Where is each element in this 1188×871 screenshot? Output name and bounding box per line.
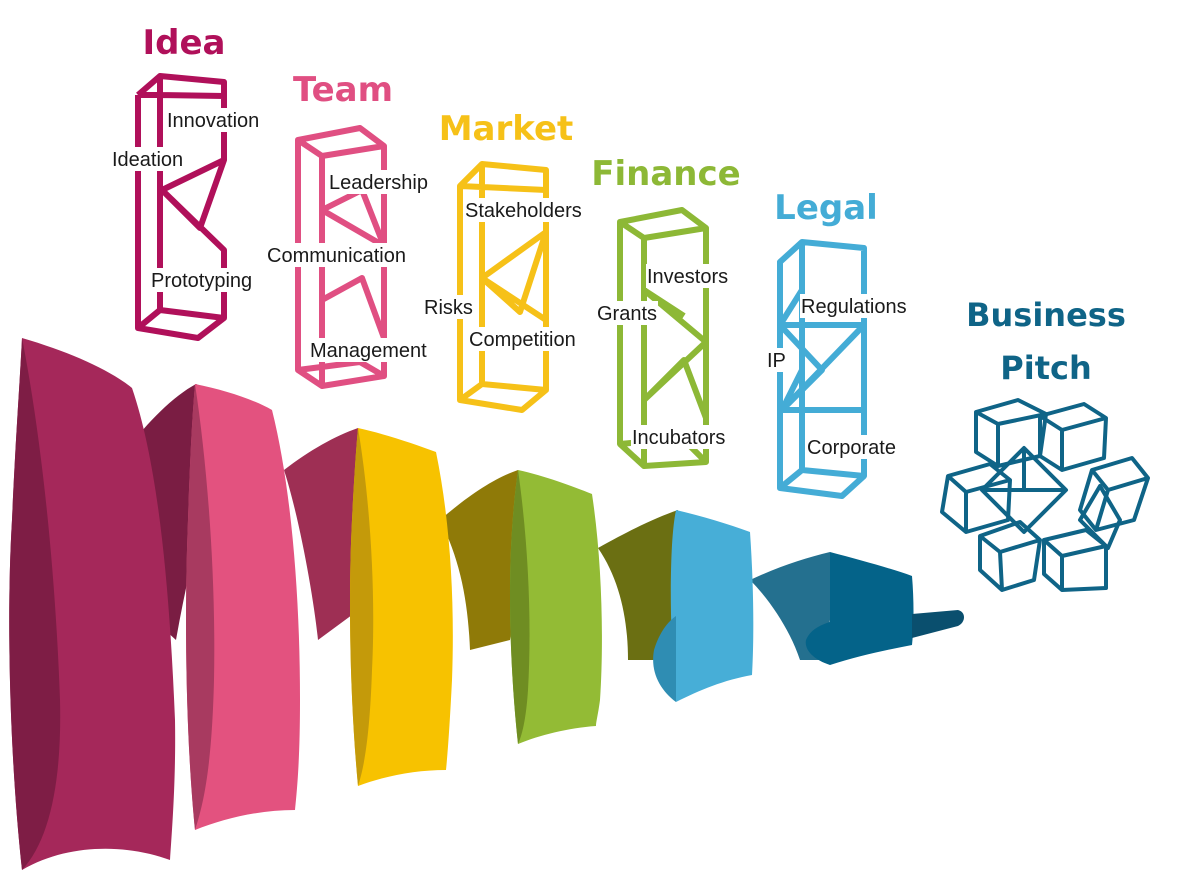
title-team: Team [293, 70, 393, 110]
ribbon-panel-legal [670, 510, 754, 702]
label-ip: IP [767, 350, 786, 372]
cube-top [974, 398, 1048, 468]
stage-idea [135, 73, 227, 341]
title-market: Market [439, 109, 574, 149]
label-competition: Competition [469, 329, 576, 351]
labels: Innovation Ideation Prototyping Leadersh… [112, 108, 908, 459]
stage-market [457, 161, 549, 413]
ribbon-panel-idea-shade [9, 338, 61, 870]
label-regulations: Regulations [801, 296, 907, 318]
ribbon-panel-market-shade [350, 428, 374, 786]
finance-pillar-icon [617, 207, 709, 469]
title-legal: Legal [774, 188, 878, 228]
label-investors: Investors [647, 266, 728, 288]
label-incubators: Incubators [632, 427, 725, 449]
ribbon-panel-legal-shade [653, 616, 676, 702]
label-communication: Communication [267, 245, 406, 267]
label-corporate: Corporate [807, 437, 896, 459]
label-leadership: Leadership [329, 172, 428, 194]
ribbon-back-band-4 [598, 510, 680, 660]
label-management: Management [310, 340, 427, 362]
cube-bottom-right [1042, 528, 1108, 592]
business-pitch-cubes-icon [940, 398, 1150, 592]
idea-pillar-icon [135, 73, 227, 341]
spiral-ribbon [9, 338, 964, 870]
title-business: Business [966, 296, 1126, 334]
cube-center [980, 446, 1068, 534]
cube-far-right [1078, 484, 1122, 550]
stage-legal [777, 239, 867, 499]
ribbon-panel-finance [510, 470, 602, 744]
label-innovation: Innovation [167, 110, 259, 132]
market-pillar-icon [457, 161, 549, 413]
ribbon-panel-team [186, 384, 300, 830]
cube-right [1078, 456, 1150, 532]
cube-top-right [1038, 402, 1108, 472]
ribbon-back-band-3 [440, 470, 524, 650]
legal-pillar-icon [777, 239, 867, 499]
ribbon-panel-team-shade [186, 384, 215, 830]
label-prototyping: Prototyping [151, 270, 252, 292]
ribbon-panel-market [350, 428, 453, 786]
ribbon-tail [912, 610, 964, 638]
title-pitch: Pitch [1000, 349, 1091, 387]
title-idea: Idea [143, 23, 226, 63]
label-grants: Grants [597, 303, 657, 325]
label-stakeholders: Stakeholders [465, 200, 582, 222]
label-risks: Risks [424, 297, 473, 319]
ribbon-panel-pitch [805, 552, 914, 665]
ribbon-panel-finance-shade [510, 470, 530, 744]
title-finance: Finance [591, 154, 740, 194]
label-ideation: Ideation [112, 149, 183, 171]
cube-bottom-left [978, 520, 1042, 592]
cube-left [940, 462, 1012, 534]
stage-finance [617, 207, 709, 469]
